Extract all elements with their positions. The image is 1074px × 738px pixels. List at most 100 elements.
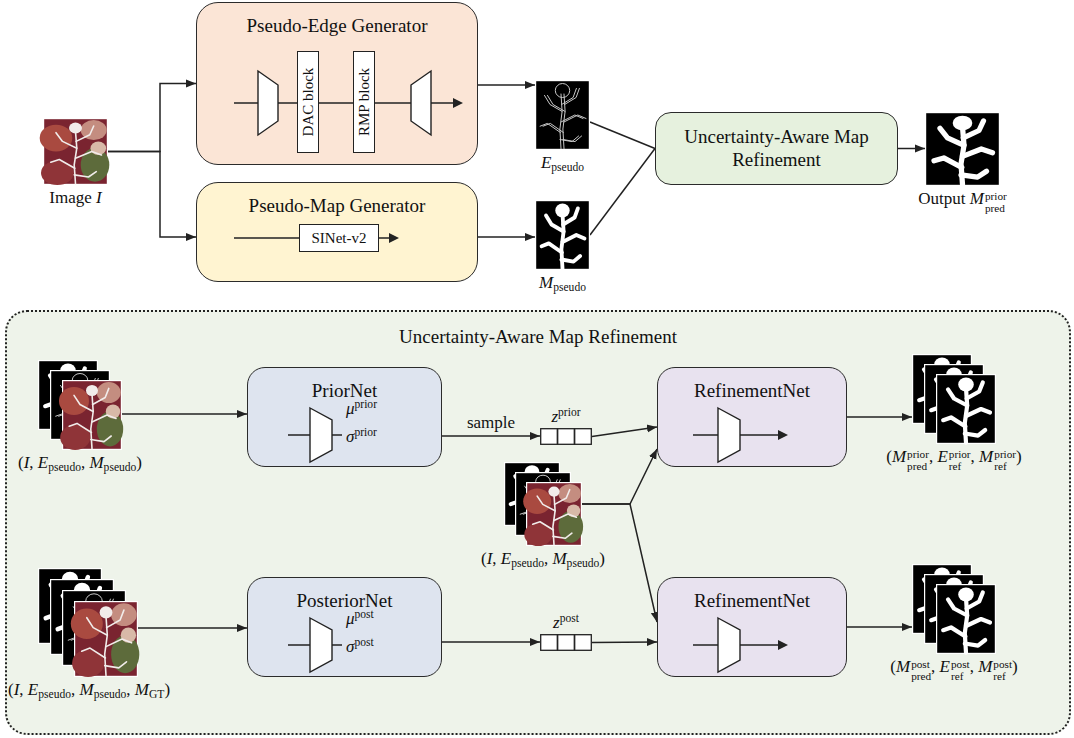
- branch-shape: [965, 430, 985, 436]
- output-map: Output Mpriorpred: [925, 112, 1000, 186]
- branch-shape: [966, 409, 990, 416]
- branch-shape: [74, 395, 93, 411]
- network-box: PriorNetμpriorσprior: [247, 367, 442, 467]
- script-stack: postref: [993, 659, 1012, 682]
- blob-shape: [121, 628, 136, 643]
- script-stack: priorref: [994, 449, 1016, 472]
- script-stack: priorpred: [907, 449, 929, 472]
- superscript: prior: [354, 426, 376, 439]
- connector: [442, 435, 540, 437]
- plain-text: Output: [918, 189, 969, 208]
- branch-shape: [948, 599, 967, 615]
- image-layer: [536, 81, 590, 150]
- output-stack: (Mpriorpred, Epriorref, Mpriorref): [912, 354, 996, 444]
- vector-cell: [558, 429, 575, 445]
- input-image: Image I: [43, 118, 108, 185]
- math-symbol: μ: [346, 399, 355, 418]
- script-stack: postref: [951, 659, 970, 682]
- image-thumbnail: [504, 462, 582, 546]
- connector: [442, 641, 540, 643]
- blob-shape: [523, 488, 551, 514]
- image-caption: (I, Epseudo, Mpseudo, MGT): [8, 680, 170, 701]
- branch-shape: [563, 235, 585, 242]
- image-layer: [536, 201, 590, 270]
- branch-shape: [106, 639, 132, 647]
- decoder-shape: [411, 71, 431, 135]
- plain-text: ,: [931, 657, 940, 676]
- vector-cell: [575, 429, 592, 445]
- superscript: prior: [558, 406, 580, 419]
- superscript: post: [355, 608, 374, 621]
- branch-shape: [74, 172, 96, 177]
- image-thumbnail: [535, 80, 590, 150]
- math-symbol: M: [79, 680, 93, 699]
- connector: [582, 449, 657, 504]
- image-caption: (Mpostpred, Epostref, Mpostref): [890, 657, 1017, 682]
- image-frame: [536, 81, 590, 150]
- subscript: pseudo: [551, 161, 584, 174]
- box-title: Uncertainty-Aware Map Refinement: [399, 326, 677, 348]
- image-frame: [536, 201, 590, 270]
- plain-text: ,: [492, 549, 501, 568]
- parameter-label: μpost: [346, 608, 374, 629]
- generator-box: Pseudo-Edge GeneratorDAC blockRMP block: [196, 2, 478, 165]
- latent-vector: zprior: [540, 428, 592, 445]
- encoder-shape: [310, 618, 332, 672]
- image-caption: (I, Epseudo, Mpseudo): [18, 453, 142, 474]
- subscript: ref: [951, 671, 970, 682]
- connector: [478, 236, 535, 238]
- image-layer: [59, 381, 123, 450]
- image-thumbnail: [912, 354, 996, 444]
- math-symbol: M: [539, 273, 553, 292]
- input-stack: (I, Epseudo, Mpseudo): [504, 462, 582, 546]
- connector: [592, 641, 657, 643]
- block-label: RMP block: [356, 68, 373, 136]
- image-thumbnail: [38, 568, 138, 677]
- branch-shape: [948, 389, 967, 405]
- plain-text: (: [890, 657, 896, 676]
- branch-shape: [76, 152, 102, 159]
- network-box: RefinementNet: [657, 577, 847, 677]
- image-caption: Image I: [49, 188, 101, 208]
- connector: [847, 626, 912, 628]
- plain-text: Image: [49, 188, 96, 207]
- plain-text: ): [599, 549, 605, 568]
- plain-text: ,: [929, 447, 938, 466]
- branch-shape: [554, 514, 576, 520]
- math-symbol: M: [89, 453, 103, 472]
- connector: [590, 149, 655, 236]
- math-symbol: I: [24, 453, 30, 472]
- arrowhead: [778, 430, 788, 440]
- connector: [847, 416, 912, 418]
- encoder-shape: [310, 408, 332, 462]
- image-thumbnail: [43, 118, 108, 185]
- image-frame: [937, 375, 996, 444]
- input-stack: (I, Epseudo, Mpseudo, MGT): [38, 568, 138, 677]
- branch-shape: [553, 533, 572, 538]
- image-caption: Epseudo: [541, 153, 584, 174]
- math-symbol: E: [501, 549, 511, 568]
- branch-shape: [537, 496, 555, 511]
- arrowhead: [453, 98, 463, 108]
- math-symbol: I: [487, 549, 493, 568]
- branch-shape: [564, 115, 586, 122]
- subscript: pseudo: [94, 688, 127, 701]
- image-layer: [523, 483, 583, 546]
- math-symbol: M: [552, 549, 566, 568]
- vector-cells: [540, 634, 592, 651]
- vector-label: zprior: [551, 406, 580, 427]
- superscript: prior: [985, 191, 1007, 202]
- vector-cell: [541, 429, 558, 445]
- superscript: prior: [907, 449, 929, 460]
- parameter-label: σpost: [346, 636, 374, 657]
- plain-text: ,: [81, 453, 90, 472]
- image-layer: [937, 585, 996, 654]
- box-label: Uncertainty-Aware Map Refinement: [666, 126, 887, 172]
- math-symbol: I: [96, 188, 102, 207]
- branch-shape: [966, 619, 990, 626]
- block-box: DAC block: [297, 51, 319, 153]
- branch-shape: [934, 158, 962, 168]
- branch-shape: [69, 423, 91, 432]
- image-layer: [40, 119, 110, 185]
- branch-shape: [963, 149, 993, 156]
